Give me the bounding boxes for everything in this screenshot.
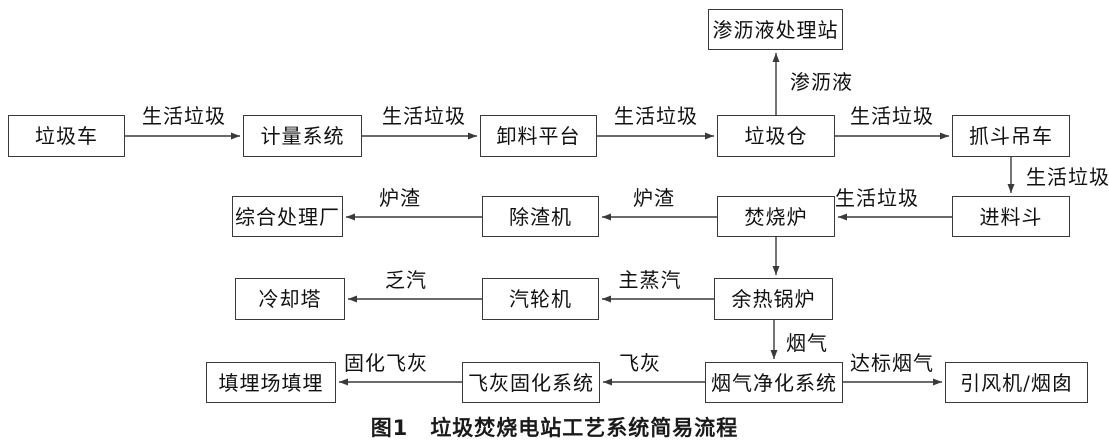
node-fly-ash-solidification-system: 飞灰固化系统 bbox=[462, 362, 600, 403]
edge-label-hopper-to-incinerator: 生活垃圾 bbox=[835, 186, 919, 210]
node-waste-heat-boiler: 余热锅炉 bbox=[714, 278, 833, 320]
node-weighing-system: 计量系统 bbox=[243, 115, 362, 157]
node-feed-hopper: 进料斗 bbox=[952, 196, 1070, 237]
node-induced-draft-fan-chimney: 引风机/烟囱 bbox=[945, 362, 1088, 403]
edge-label-bunker-to-crane: 生活垃圾 bbox=[850, 104, 934, 128]
edge-label-incinerator-to-slag: 炉渣 bbox=[633, 186, 675, 210]
edge-label-weighing-to-unloading: 生活垃圾 bbox=[382, 104, 466, 128]
edge-label-slag-to-plant: 炉渣 bbox=[379, 186, 421, 210]
edge-label-fluegas-to-flyash: 飞灰 bbox=[619, 351, 661, 375]
figure-number: 图1 bbox=[370, 416, 409, 440]
node-grab-crane: 抓斗吊车 bbox=[952, 115, 1070, 157]
edge-label-turbine-to-cooling: 乏汽 bbox=[385, 268, 427, 292]
edge-label-crane-to-hopper: 生活垃圾 bbox=[1026, 165, 1109, 189]
node-landfill: 填埋场填埋 bbox=[206, 362, 336, 403]
node-leachate-treatment-station: 渗沥液处理站 bbox=[708, 9, 843, 50]
edge-label-bunker-to-leachate: 渗沥液 bbox=[790, 70, 853, 94]
node-incinerator: 焚烧炉 bbox=[717, 196, 835, 237]
node-steam-turbine: 汽轮机 bbox=[482, 278, 599, 320]
edge-label-truck-to-weighing: 生活垃圾 bbox=[142, 104, 226, 128]
node-flue-gas-purification-system: 烟气净化系统 bbox=[705, 362, 843, 403]
node-unloading-platform: 卸料平台 bbox=[480, 115, 597, 157]
edge-label-fluegas-to-fan: 达标烟气 bbox=[850, 351, 934, 375]
edge-label-boiler-to-turbine: 主蒸汽 bbox=[618, 268, 682, 292]
edge-label-flyash-to-landfill: 固化飞灰 bbox=[344, 351, 428, 375]
edge-label-boiler-to-fluegas: 烟气 bbox=[786, 331, 828, 355]
figure-title: 垃圾焚烧电站工艺系统简易流程 bbox=[430, 416, 739, 440]
node-cooling-tower: 冷却塔 bbox=[235, 278, 345, 320]
node-garbage-truck: 垃圾车 bbox=[8, 115, 125, 157]
edge-label-unloading-to-bunker: 生活垃圾 bbox=[614, 104, 698, 128]
node-waste-bunker: 垃圾仓 bbox=[717, 115, 835, 157]
figure-caption: 图1 垃圾焚烧电站工艺系统简易流程 bbox=[0, 412, 1109, 442]
node-slag-remover: 除渣机 bbox=[482, 196, 599, 237]
node-comprehensive-treatment-plant: 综合处理厂 bbox=[232, 196, 343, 237]
